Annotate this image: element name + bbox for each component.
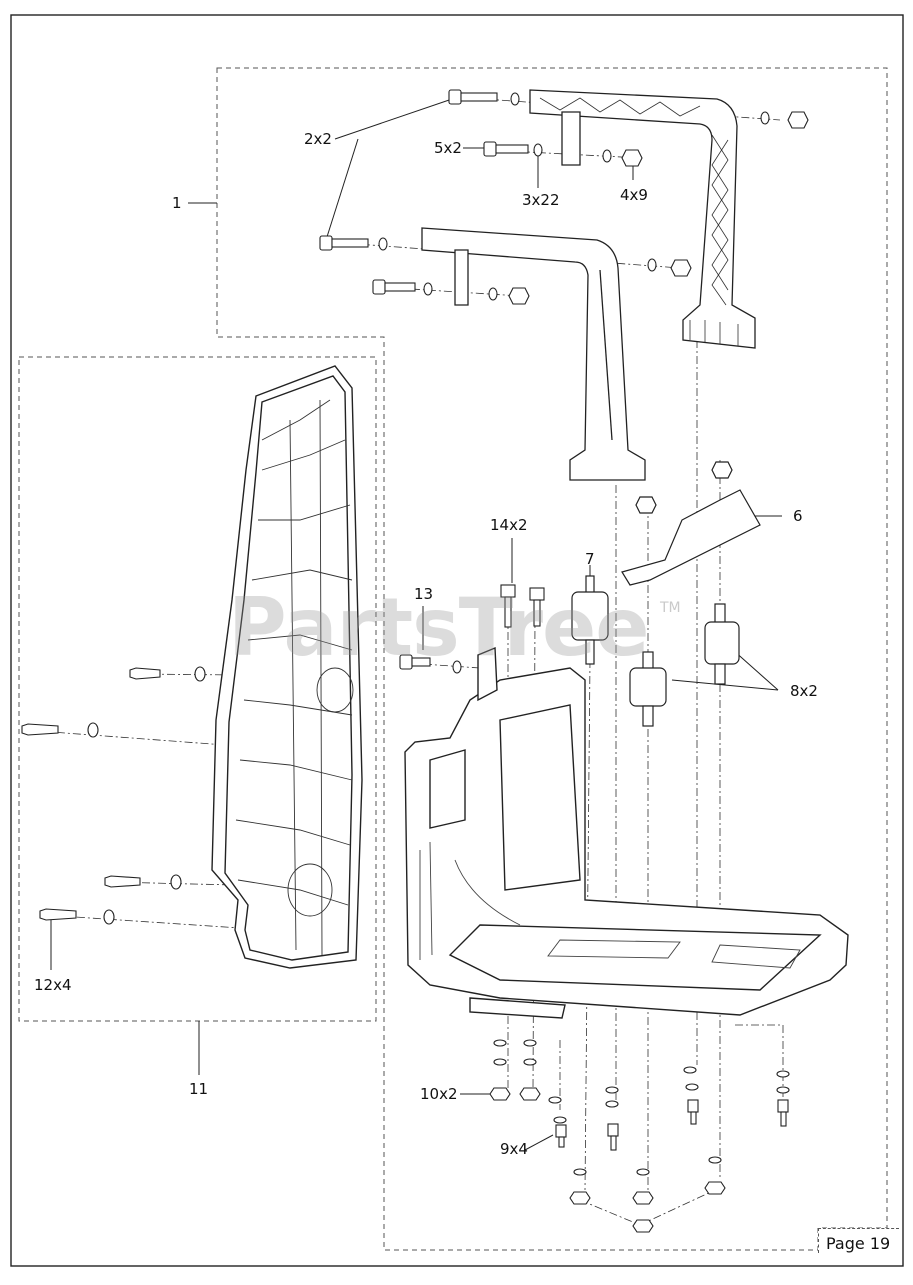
page-number-box [818,1228,899,1253]
callout-14x2: 14x2 [490,516,528,534]
callout-2x2: 2x2 [304,130,332,148]
callout-10x2: 10x2 [420,1085,458,1103]
handle-hardware [319,89,809,305]
page-border [10,14,904,1267]
callout-12x4: 12x4 [34,976,72,994]
bracket-plate [621,489,761,586]
callout-1: 1 [172,194,182,212]
rubber-isolators [571,461,740,727]
rear-handle-lattice [539,97,739,346]
watermark-trademark: TM [660,600,681,616]
callout-13: 13 [414,585,434,603]
mounting-bolts [399,584,545,674]
callout-4x9: 4x9 [620,186,648,204]
callout-11: 11 [189,1080,209,1098]
group-11-boundary [18,356,377,1022]
callout-6: 6 [793,507,803,525]
callout-3x22: 3x22 [522,191,560,209]
page-number: Page 19 [826,1234,891,1253]
partstree-watermark: PartsTree [228,581,650,674]
panel-screws [21,666,206,925]
lower-hardware [489,1039,790,1233]
base-deck [404,646,849,1019]
deck-details [419,841,801,969]
callout-7: 7 [585,550,595,568]
callout-8x2: 8x2 [790,682,818,700]
back-panel-ribs [235,399,354,956]
rear-handle-bar [529,89,756,349]
callout-5x2: 5x2 [434,139,462,157]
front-handle-bar [421,227,646,481]
callout-9x4: 9x4 [500,1140,528,1158]
